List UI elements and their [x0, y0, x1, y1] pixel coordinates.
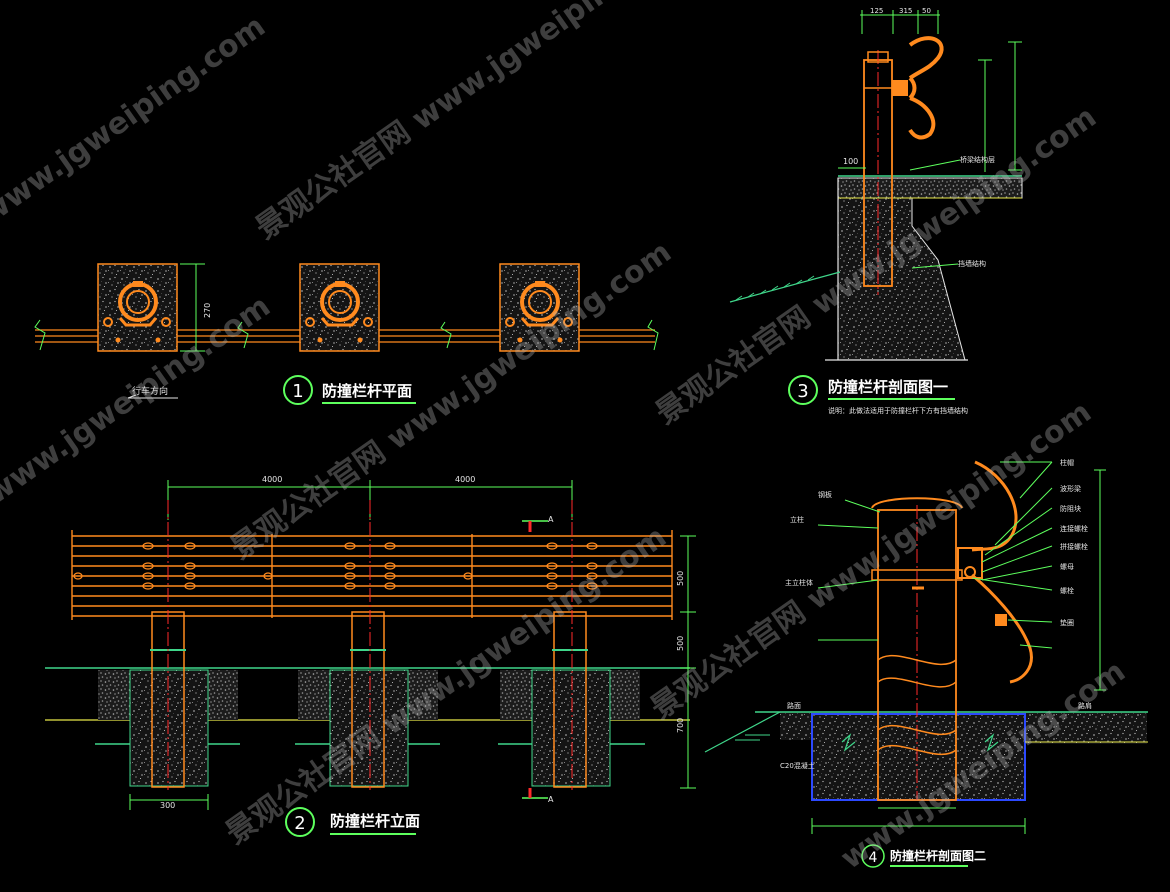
section-mark-top: A: [548, 515, 554, 524]
view3-section-one: 125 315 50 100 桥梁结构层: [729, 7, 1023, 415]
view1-title: 防撞栏杆平面: [322, 382, 412, 400]
view4-number: 4: [869, 850, 878, 866]
sec2-label-1: 钢板: [818, 490, 832, 499]
sec2-label-11: C20混凝土: [780, 761, 815, 770]
plan-post-3: [499, 263, 580, 352]
sec2-label-7: 拼接螺栓: [1060, 542, 1088, 551]
sec2-label-2: 立柱: [790, 515, 804, 524]
elev-dim-span-right: 4000: [455, 475, 475, 484]
sec1-label-surface: 桥梁结构层: [960, 155, 995, 164]
sec1-dim-offset: 100: [843, 157, 858, 166]
sec1-dim-top-b: 315: [899, 7, 912, 15]
view2-elevation: 4000 4000: [45, 475, 696, 837]
sec2-label-12: 路面: [787, 701, 801, 710]
sec2-label-0: 柱帽: [1060, 458, 1074, 467]
view4-section-two: 柱帽 波形梁 防阻块 连接螺栓 拼接螺栓 螺母 螺栓 垫圈 钢板 立柱 主立柱体…: [704, 458, 1148, 868]
sec2-label-4: 波形梁: [1060, 484, 1081, 493]
direction-label: 行车方向: [132, 385, 168, 397]
view4-number-badge: [861, 844, 885, 868]
view2-number-badge: [285, 807, 315, 837]
view1-number-badge: [283, 375, 313, 405]
watermark-7: 景观公社官网 www.jgweiping.com: [645, 395, 1098, 727]
elev-dim-right-bottom: 700: [676, 718, 685, 733]
sec2-label-9: 螺栓: [1060, 586, 1074, 595]
view4-title: 防撞栏杆剖面图二: [890, 848, 986, 863]
elev-dim-right-top: 500: [676, 571, 685, 586]
view1-number: 1: [292, 381, 303, 402]
view2-title: 防撞栏杆立面: [330, 812, 420, 830]
view1-plan: 270 行车方向 1 防撞栏杆平面: [34, 263, 659, 405]
plan-post-2: [299, 263, 380, 352]
sec1-dim-top-a: 125: [870, 7, 883, 15]
view3-number-badge: [788, 375, 818, 405]
elev-dim-span-left: 4000: [262, 475, 282, 484]
section-mark-bottom: A: [548, 795, 554, 804]
plan-dim-height: 270: [203, 303, 212, 318]
sec2-label-6: 连接螺栓: [1060, 524, 1088, 533]
sec2-label-3: 主立柱体: [785, 578, 813, 587]
view4-labels: 柱帽 波形梁 防阻块 连接螺栓 拼接螺栓 螺母 螺栓 垫圈 钢板 立柱 主立柱体…: [780, 458, 1092, 770]
watermark-2: 景观公社官网 www.jgweiping.com: [250, 0, 703, 247]
sec1-dim-top-c: 50: [922, 7, 931, 15]
elev-dim-right-mid: 500: [676, 636, 685, 651]
watermark-1: www.jgweiping.com: [0, 9, 272, 232]
view2-number: 2: [294, 813, 305, 834]
sec2-label-13: 路肩: [1078, 701, 1092, 710]
elev-dim-footing: 300: [160, 801, 175, 810]
view3-title: 防撞栏杆剖面图一: [828, 378, 948, 396]
sec2-label-10: 垫圈: [1060, 618, 1074, 627]
sec1-label-wall: 挡墙结构: [958, 259, 986, 268]
sec2-label-8: 螺母: [1060, 562, 1074, 571]
sec2-label-5: 防阻块: [1060, 504, 1081, 513]
view3-note: 说明：此做法适用于防撞栏杆下方有挡墙结构: [828, 406, 968, 415]
plan-post-1: [97, 263, 178, 352]
view3-number: 3: [797, 381, 808, 402]
